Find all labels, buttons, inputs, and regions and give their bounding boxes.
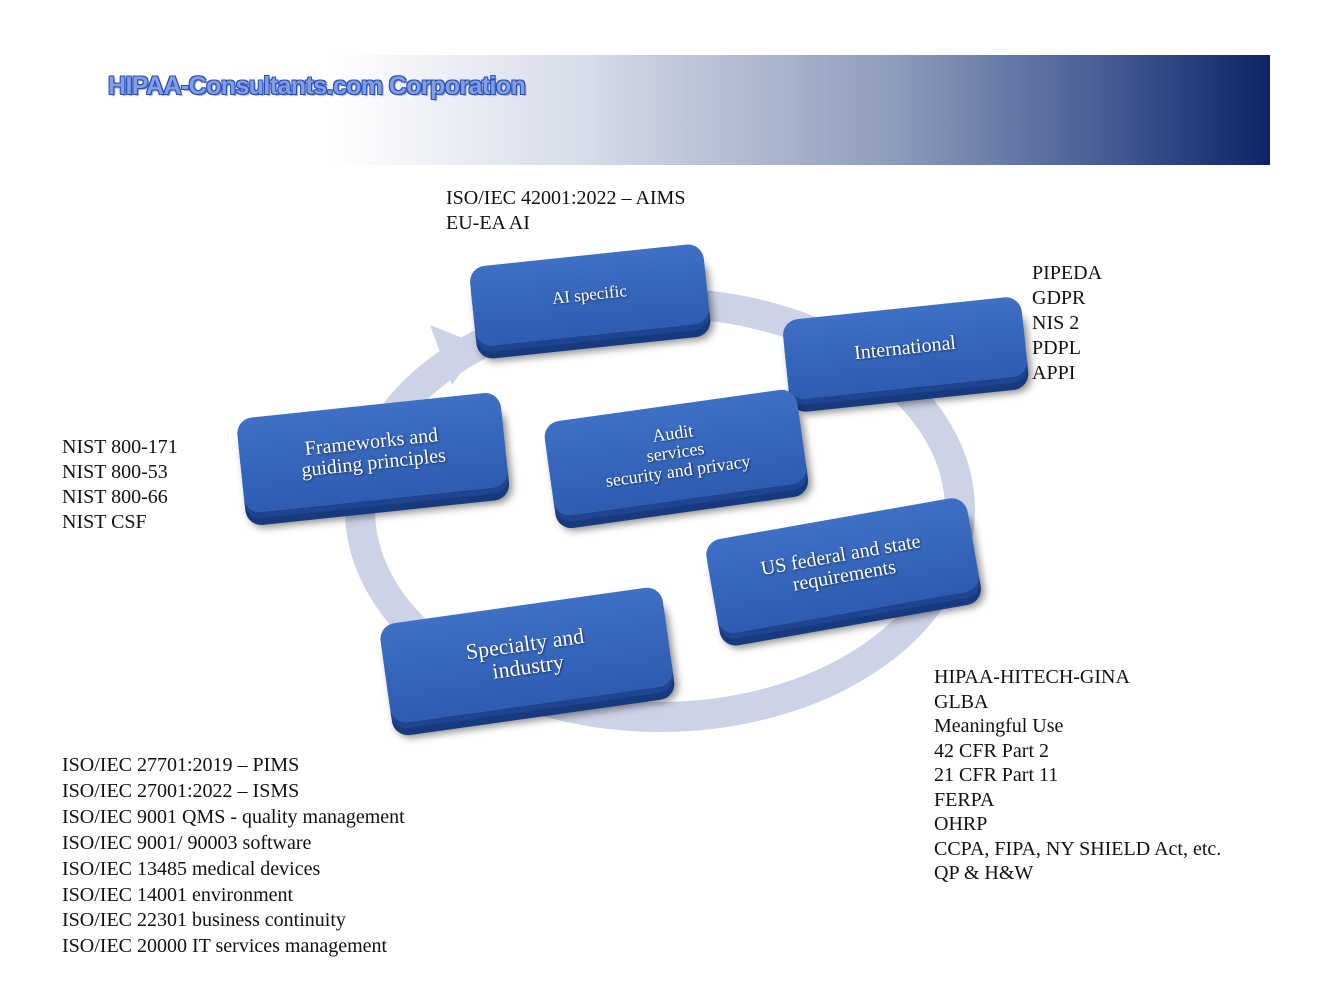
list-international: PIPEDA GDPR NIS 2 PDPL APPI (1032, 261, 1102, 386)
list-item: 21 CFR Part 11 (934, 764, 1059, 786)
list-specialty-industry: ISO/IEC 27701:2019 – PIMS ISO/IEC 27001:… (62, 753, 405, 960)
list-item: EU-EA AI (446, 212, 530, 234)
list-item: ISO/IEC 27001:2022 – ISMS (62, 779, 300, 802)
list-item: ISO/IEC 42001:2022 – AIMS (446, 187, 686, 209)
list-us-federal-state: HIPAA-HITECH-GINA GLBA Meaningful Use 42… (934, 665, 1221, 886)
list-ai-specific: ISO/IEC 42001:2022 – AIMS EU-EA AI (446, 186, 685, 236)
list-item: NIST 800-171 (62, 436, 178, 458)
list-item: 42 CFR Part 2 (934, 739, 1050, 762)
list-item: ISO/IEC 20000 IT services management (62, 935, 388, 958)
list-item: APPI (1032, 362, 1076, 384)
list-item: FERPA (934, 788, 995, 811)
list-frameworks: NIST 800-171 NIST 800-53 NIST 800-66 NIS… (62, 435, 178, 535)
list-item: PIPEDA (1032, 262, 1103, 284)
list-item: NIST CSF (62, 511, 147, 533)
list-item: ISO/IEC 27701:2019 – PIMS (62, 754, 300, 776)
header-banner (95, 55, 1270, 165)
list-item: PDPL (1032, 337, 1081, 359)
list-item: Meaningful Use (934, 715, 1064, 737)
list-item: ISO/IEC 14001 environment (62, 883, 294, 906)
list-item: OHRP (934, 813, 988, 835)
list-item: NIS 2 (1032, 312, 1080, 334)
company-name: HIPAA-Consultants.com Corporation (108, 72, 526, 100)
node-international-label: International (852, 331, 957, 364)
list-item: ISO/IEC 9001 QMS - quality management (62, 805, 405, 828)
list-item: QP & H&W (934, 862, 1034, 884)
list-item: CCPA, FIPA, NY SHIELD Act, etc. (934, 837, 1222, 860)
list-item: GDPR (1032, 287, 1086, 309)
list-item: GLBA (934, 690, 989, 713)
list-item: ISO/IEC 9001/ 90003 software (62, 831, 312, 854)
list-item: HIPAA-HITECH-GINA (934, 666, 1130, 688)
list-item: ISO/IEC 22301 business continuity (62, 909, 346, 932)
list-item: NIST 800-66 (62, 486, 168, 508)
list-item: NIST 800-53 (62, 461, 168, 483)
cycle-arrowhead (430, 325, 480, 385)
list-item: ISO/IEC 13485 medical devices (62, 857, 321, 880)
node-ai-specific-label: AI specific (551, 281, 628, 308)
